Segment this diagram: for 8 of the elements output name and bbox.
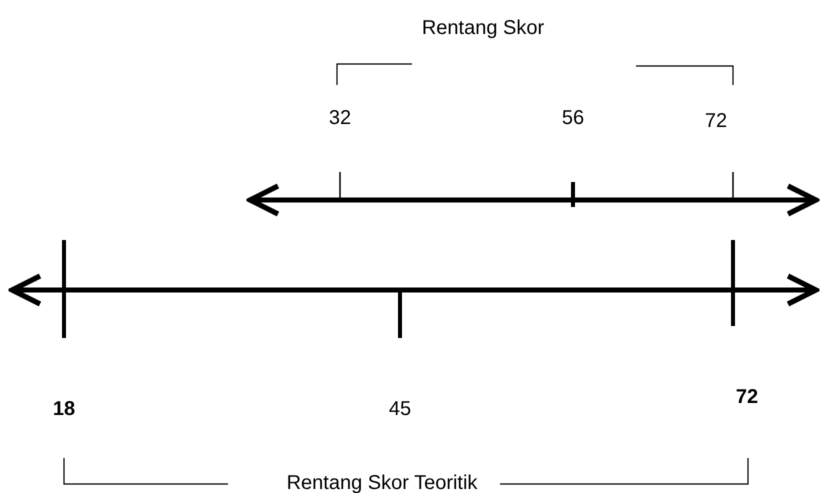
tick-label: 56 bbox=[562, 106, 584, 130]
bracket-label: Rentang Skor bbox=[422, 16, 544, 40]
tick-label: 32 bbox=[328, 106, 352, 130]
tick-label: 72 bbox=[704, 109, 728, 133]
tick-label: 72 bbox=[736, 385, 758, 409]
tick-label: 45 bbox=[388, 397, 412, 421]
tick-label: 18 bbox=[52, 397, 76, 421]
bracket-label: Rentang Skor Teoritik bbox=[286, 471, 478, 493]
